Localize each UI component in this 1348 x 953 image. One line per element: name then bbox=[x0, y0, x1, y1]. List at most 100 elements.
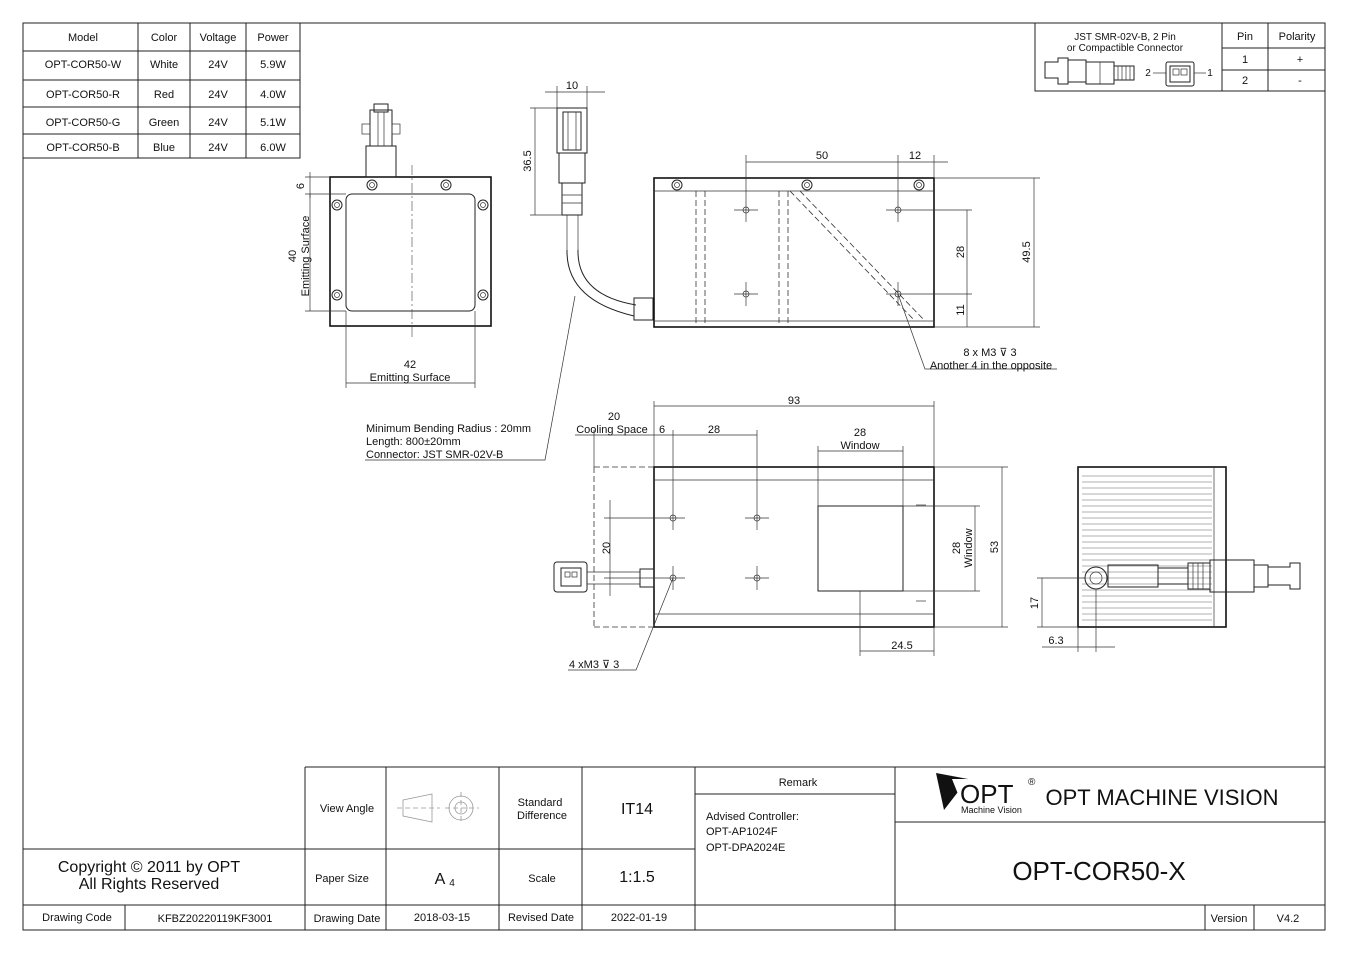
view-angle-label: View Angle bbox=[320, 803, 374, 815]
spec-cell: OPT-COR50-G bbox=[46, 117, 121, 129]
dim-window-width: 28 bbox=[854, 427, 866, 439]
spec-cell: 5.1W bbox=[260, 117, 286, 129]
connector-side-icon bbox=[1044, 57, 1135, 85]
dim-front-height: 40 bbox=[287, 250, 299, 262]
dim-top-height: 49.5 bbox=[1021, 241, 1033, 262]
cable-note-connector: Connector: JST SMR-02V-B bbox=[366, 449, 503, 461]
pin-1: 1 bbox=[1242, 54, 1248, 66]
sheet-border bbox=[22, 22, 1326, 931]
company-name: OPT MACHINE VISION bbox=[1045, 785, 1278, 810]
spec-cell: OPT-COR50-W bbox=[45, 59, 122, 71]
pin1-label: 1 bbox=[1207, 68, 1213, 79]
dim-top-edge: 12 bbox=[909, 150, 921, 162]
pin-2: 2 bbox=[1242, 75, 1248, 87]
connector-title-line1: JST SMR-02V-B, 2 Pin bbox=[1074, 32, 1176, 43]
connector-face-icon bbox=[1165, 61, 1195, 87]
dim-top-spacing: 50 bbox=[816, 150, 828, 162]
pin-header: Pin bbox=[1237, 31, 1253, 43]
dim-front-top: 6 bbox=[295, 183, 307, 189]
spec-header-color: Color bbox=[151, 32, 178, 44]
spec-cell: 24V bbox=[208, 89, 228, 101]
product-name: OPT-COR50-X bbox=[1012, 856, 1185, 886]
dim-bottom-offset: 24.5 bbox=[891, 640, 912, 652]
bottom-view: 93 20 Cooling Space 6 28 28 Window 20 28… bbox=[553, 395, 1008, 671]
revised-date: 2022-01-19 bbox=[611, 912, 667, 924]
title-block bbox=[23, 766, 1325, 930]
spec-cell: 24V bbox=[208, 59, 228, 71]
spec-cell: 6.0W bbox=[260, 142, 286, 154]
dim-connector-height: 36.5 bbox=[522, 150, 534, 171]
dim-hole-spacing: 28 bbox=[708, 424, 720, 436]
dim-window-label-v: Window bbox=[963, 528, 975, 567]
dim-connector-width: 10 bbox=[566, 80, 578, 92]
scale-value: 1:1.5 bbox=[619, 869, 655, 886]
end-view: 17 6.3 bbox=[1029, 466, 1301, 652]
spec-cell: Blue bbox=[153, 142, 175, 154]
copyright-line1: Copyright © 2011 by OPT bbox=[58, 859, 240, 876]
spec-cell: OPT-COR50-B bbox=[46, 142, 119, 154]
dim-cooling-offset: 6 bbox=[659, 424, 665, 436]
dim-end-height: 17 bbox=[1029, 597, 1041, 609]
dim-bottom-height: 53 bbox=[989, 541, 1001, 553]
front-view: 6 40 Emitting Surface 42 Emitting Surfac… bbox=[287, 103, 492, 388]
cable-note-radius: Minimum Bending Radius : 20mm bbox=[366, 423, 531, 435]
dim-top-hole-span: 28 bbox=[955, 246, 967, 258]
drawing-date: 2018-03-15 bbox=[414, 912, 470, 924]
spec-table: Model Color Voltage Power OPT-COR50-W Wh… bbox=[22, 22, 301, 159]
logo-registered: ® bbox=[1028, 777, 1036, 788]
dim-hole-vertical: 20 bbox=[601, 542, 613, 554]
spec-cell: 4.0W bbox=[260, 89, 286, 101]
dim-front-width-note: Emitting Surface bbox=[370, 372, 451, 384]
spec-cell: Green bbox=[149, 117, 180, 129]
cable-side-view: 10 36.5 bbox=[365, 80, 654, 461]
dim-window-height: 28 bbox=[951, 542, 963, 554]
logo-text: OPT bbox=[960, 779, 1014, 809]
version-label: Version bbox=[1211, 913, 1248, 925]
logo-sub: Machine Vision bbox=[961, 805, 1022, 815]
spec-cell: 24V bbox=[208, 117, 228, 129]
top-view: 50 12 28 11 49.5 bbox=[653, 150, 1057, 370]
opt-logo: OPT ® Machine Vision bbox=[936, 773, 1036, 815]
dim-bottom-length: 93 bbox=[788, 395, 800, 407]
drawing-code-label: Drawing Code bbox=[42, 912, 112, 924]
paper-size-label: Paper Size bbox=[315, 873, 369, 885]
remark-line3: OPT-DPA2024E bbox=[706, 842, 785, 854]
spec-header-power: Power bbox=[257, 32, 289, 44]
paper-size-value: A bbox=[435, 871, 446, 888]
dim-front-height-note: Emitting Surface bbox=[300, 216, 312, 297]
scale-label: Scale bbox=[528, 873, 556, 885]
standard-diff-label2: Difference bbox=[517, 810, 567, 822]
pin2-label: 2 bbox=[1145, 68, 1151, 79]
version-value: V4.2 bbox=[1277, 913, 1300, 925]
paper-size-sub: 4 bbox=[449, 878, 455, 889]
polarity-minus: - bbox=[1298, 75, 1302, 87]
projection-symbol-icon bbox=[397, 792, 479, 824]
remark-line1: Advised Controller: bbox=[706, 811, 799, 823]
standard-diff-label1: Standard bbox=[518, 797, 563, 809]
standard-diff-value: IT14 bbox=[621, 801, 653, 818]
spec-cell: Red bbox=[154, 89, 174, 101]
dim-cooling-space-label: Cooling Space bbox=[576, 424, 648, 436]
screw-note: 8 x M3 ⊽ 3 bbox=[963, 347, 1016, 359]
dim-window-label: Window bbox=[840, 440, 879, 452]
cable-note-length: Length: 800±20mm bbox=[366, 436, 461, 448]
bottom-screw-note: 4 xM3 ⊽ 3 bbox=[569, 659, 619, 671]
spec-cell: 24V bbox=[208, 142, 228, 154]
spec-cell: OPT-COR50-R bbox=[46, 89, 120, 101]
connector-title-line2: or Compactible Connector bbox=[1067, 43, 1184, 54]
screw-note-opposite: Another 4 in the opposite bbox=[930, 360, 1052, 372]
dim-front-width: 42 bbox=[404, 359, 416, 371]
polarity-header: Polarity bbox=[1279, 31, 1316, 43]
remark-label: Remark bbox=[779, 777, 818, 789]
spec-cell: 5.9W bbox=[260, 59, 286, 71]
remark-line2: OPT-AP1024F bbox=[706, 826, 778, 838]
drawing-date-label: Drawing Date bbox=[314, 913, 381, 925]
dim-top-hole-offset: 11 bbox=[955, 304, 967, 315]
polarity-plus: + bbox=[1297, 54, 1303, 66]
spec-cell: White bbox=[150, 59, 178, 71]
spec-header-voltage: Voltage bbox=[200, 32, 237, 44]
spec-header-model: Model bbox=[68, 32, 98, 44]
connector-pinout-box: JST SMR-02V-B, 2 Pin or Compactible Conn… bbox=[1034, 22, 1326, 92]
